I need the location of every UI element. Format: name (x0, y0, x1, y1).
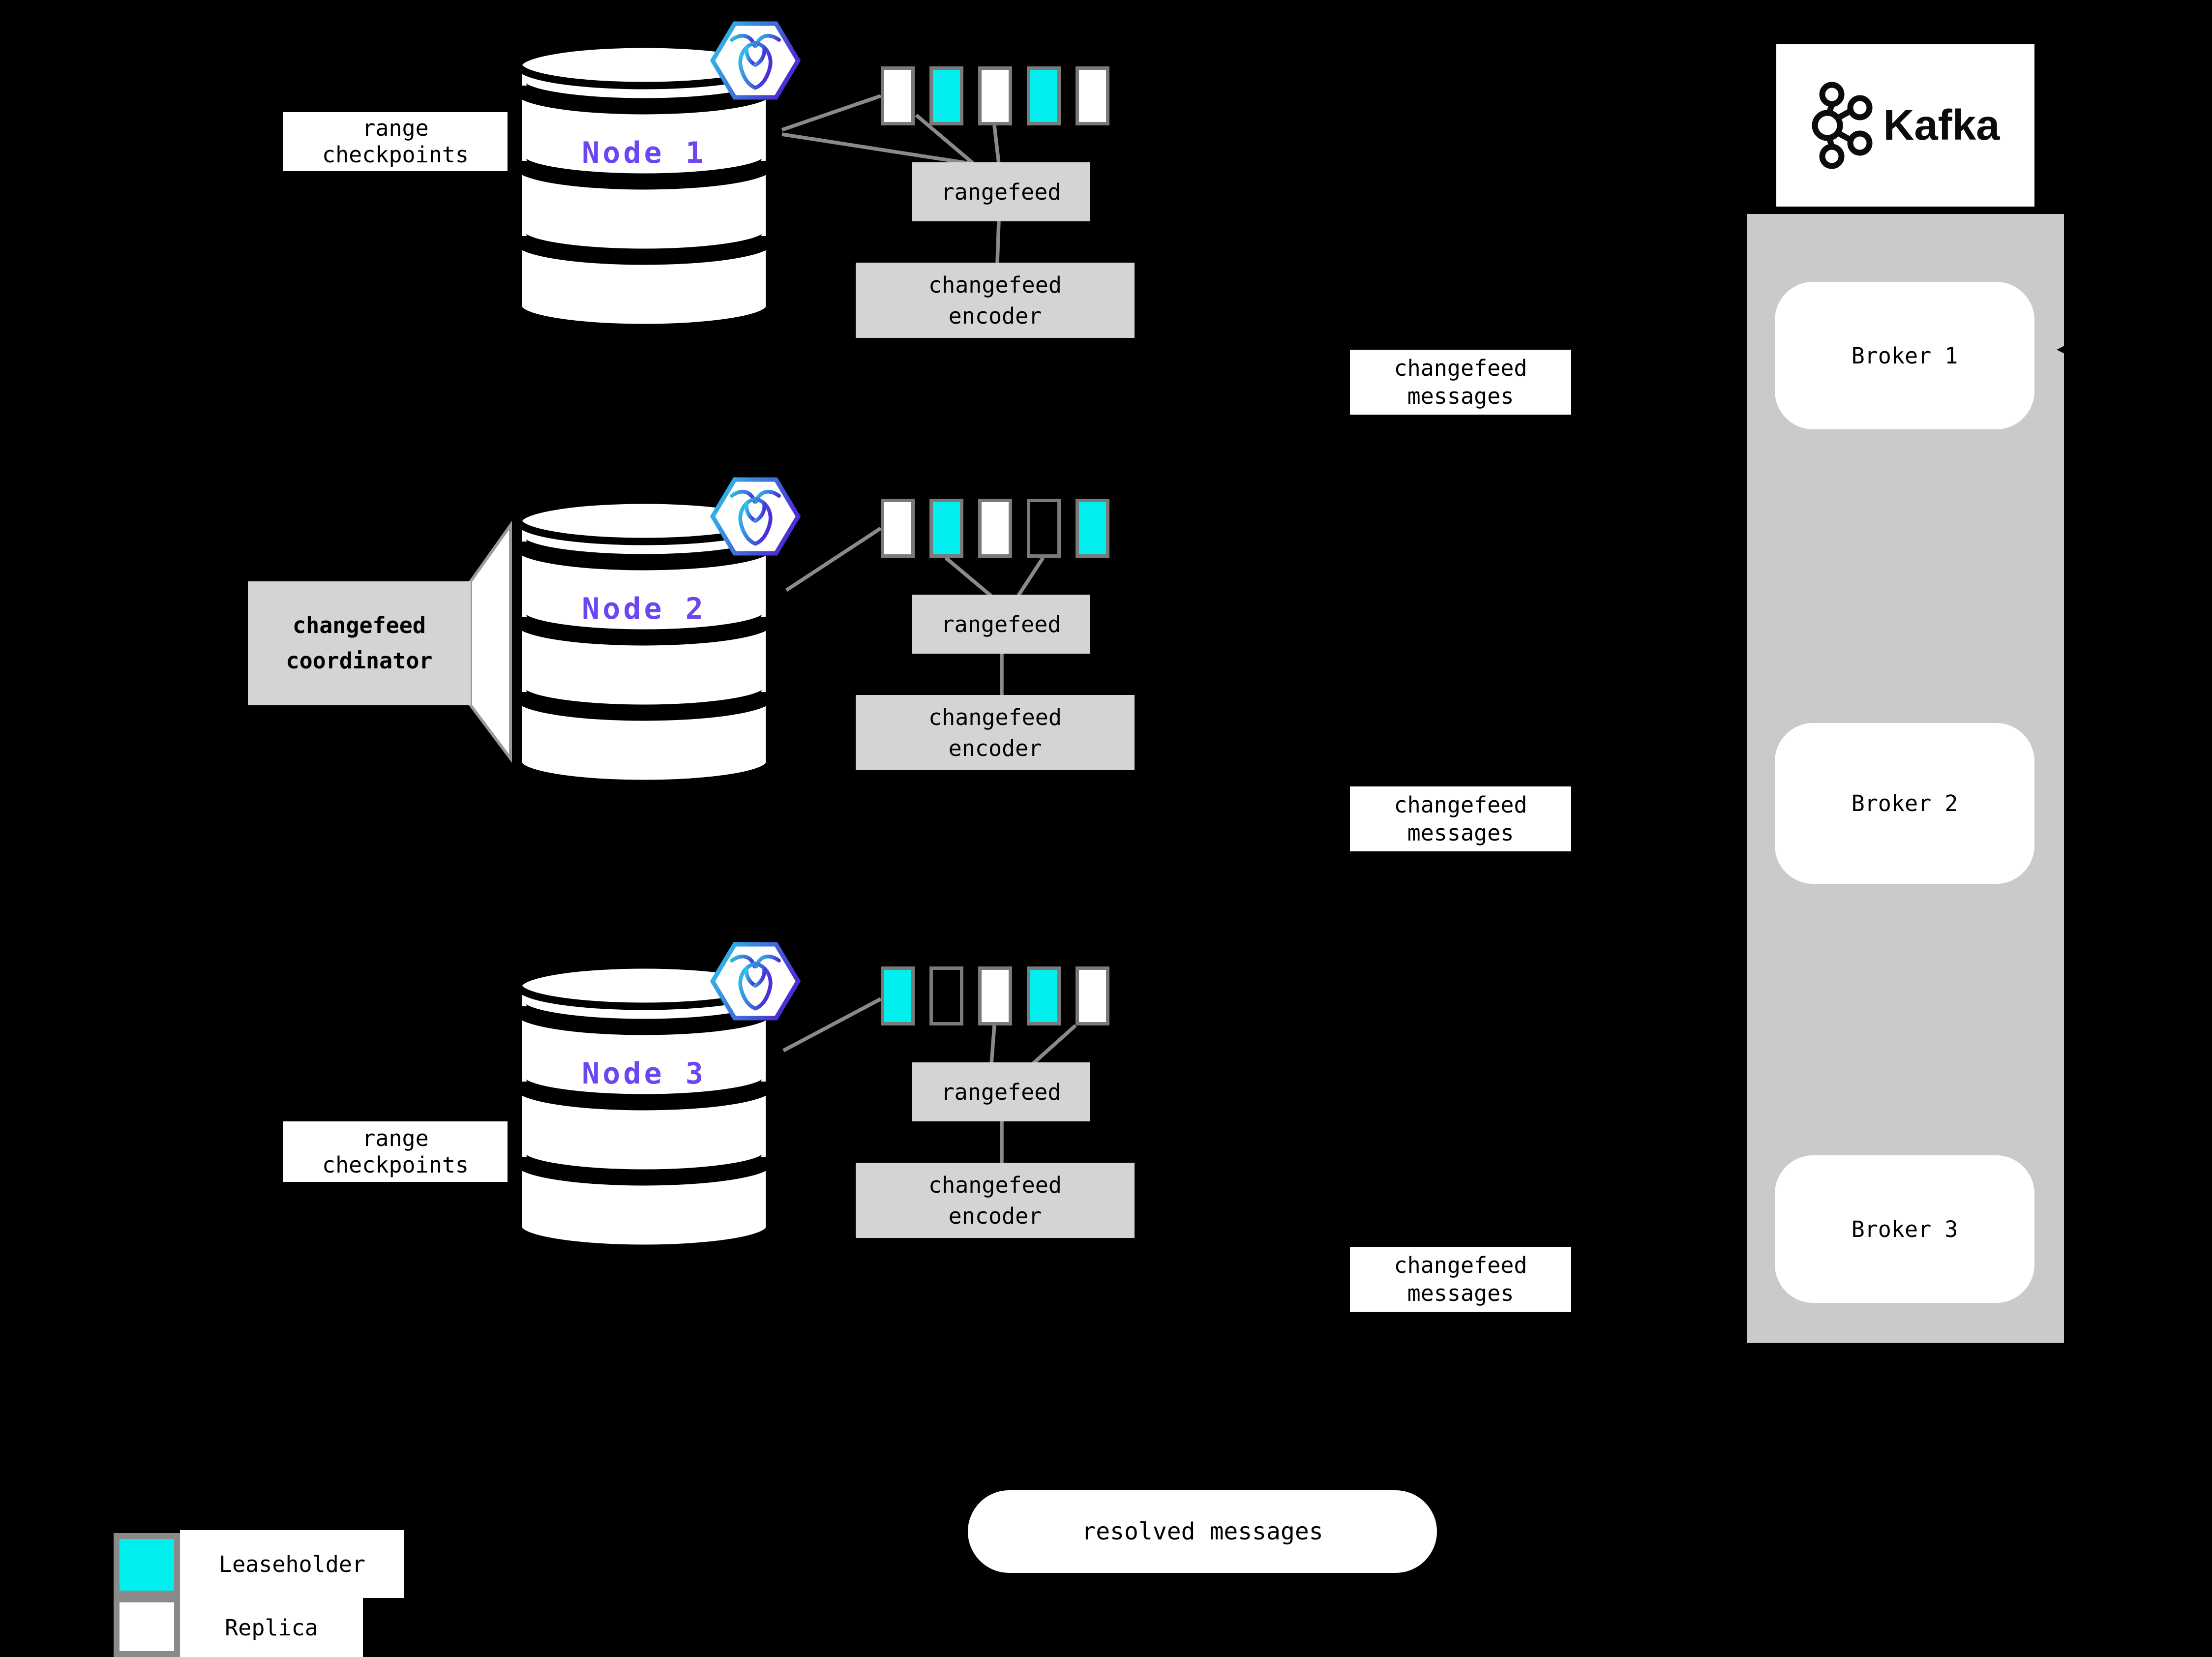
node-name-3: Node 3 (582, 1056, 706, 1091)
node-name-1: Node 1 (582, 136, 706, 170)
kafka-logo-card: Kafka (1776, 44, 2034, 207)
legend-swatch-replica (114, 1597, 180, 1657)
range-replica (1076, 966, 1109, 1025)
cockroachdb-icon (710, 477, 801, 556)
broker-1: Broker 1 (1775, 282, 2034, 429)
range-leaseholder (1076, 499, 1109, 558)
range-replica (881, 66, 915, 125)
changefeed-coordinator-label: changefeed coordinator (248, 581, 471, 705)
changefeed-encoder-box-2: changefeed encoder (856, 695, 1135, 770)
changefeed-messages-label-1: changefeed messages (1350, 350, 1571, 415)
kafka-logo-icon (1812, 82, 1873, 169)
changefeed-messages-label-2: changefeed messages (1350, 786, 1571, 851)
range-checkpoints-label-1: range checkpoints (283, 112, 508, 171)
legend-label-leaseholder: Leaseholder (180, 1530, 404, 1598)
range-none (929, 966, 963, 1025)
legend-swatch-leaseholder (114, 1533, 180, 1597)
range-checkpoints-label-3: range checkpoints (283, 1121, 508, 1182)
rangefeed-box-3: rangefeed (912, 1062, 1090, 1121)
range-replica (881, 499, 915, 558)
range-row-node1 (881, 66, 1109, 125)
range-row-node2 (881, 499, 1109, 558)
range-replica (978, 499, 1012, 558)
cockroachdb-icon (710, 942, 801, 1021)
range-leaseholder (929, 499, 963, 558)
kafka-logo-text: Kafka (1883, 101, 2000, 149)
rangefeed-box-2: rangefeed (912, 595, 1090, 654)
range-row-node3 (881, 966, 1109, 1025)
left-arrowhead-icon (2057, 338, 2080, 362)
broker-2: Broker 2 (1775, 723, 2034, 884)
node-name-2: Node 2 (582, 592, 706, 626)
range-leaseholder (881, 966, 915, 1025)
resolved-messages-pill: resolved messages (968, 1490, 1437, 1573)
broker-3: Broker 3 (1775, 1155, 2034, 1303)
changefeed-encoder-box-1: changefeed encoder (856, 263, 1135, 338)
changefeed-messages-label-3: changefeed messages (1350, 1247, 1571, 1312)
range-leaseholder (1027, 66, 1061, 125)
changefeed-encoder-box-3: changefeed encoder (856, 1163, 1135, 1238)
range-replica (978, 966, 1012, 1025)
range-leaseholder (929, 66, 963, 125)
range-replica (1076, 66, 1109, 125)
coordinator-flap (469, 520, 512, 763)
legend-label-replica: Replica (180, 1598, 363, 1657)
rangefeed-box-1: rangefeed (912, 162, 1090, 221)
cockroachdb-icon (710, 21, 801, 100)
range-leaseholder (1027, 966, 1061, 1025)
range-none (1027, 499, 1061, 558)
database-cylinder-node1 (515, 41, 773, 331)
range-replica (978, 66, 1012, 125)
